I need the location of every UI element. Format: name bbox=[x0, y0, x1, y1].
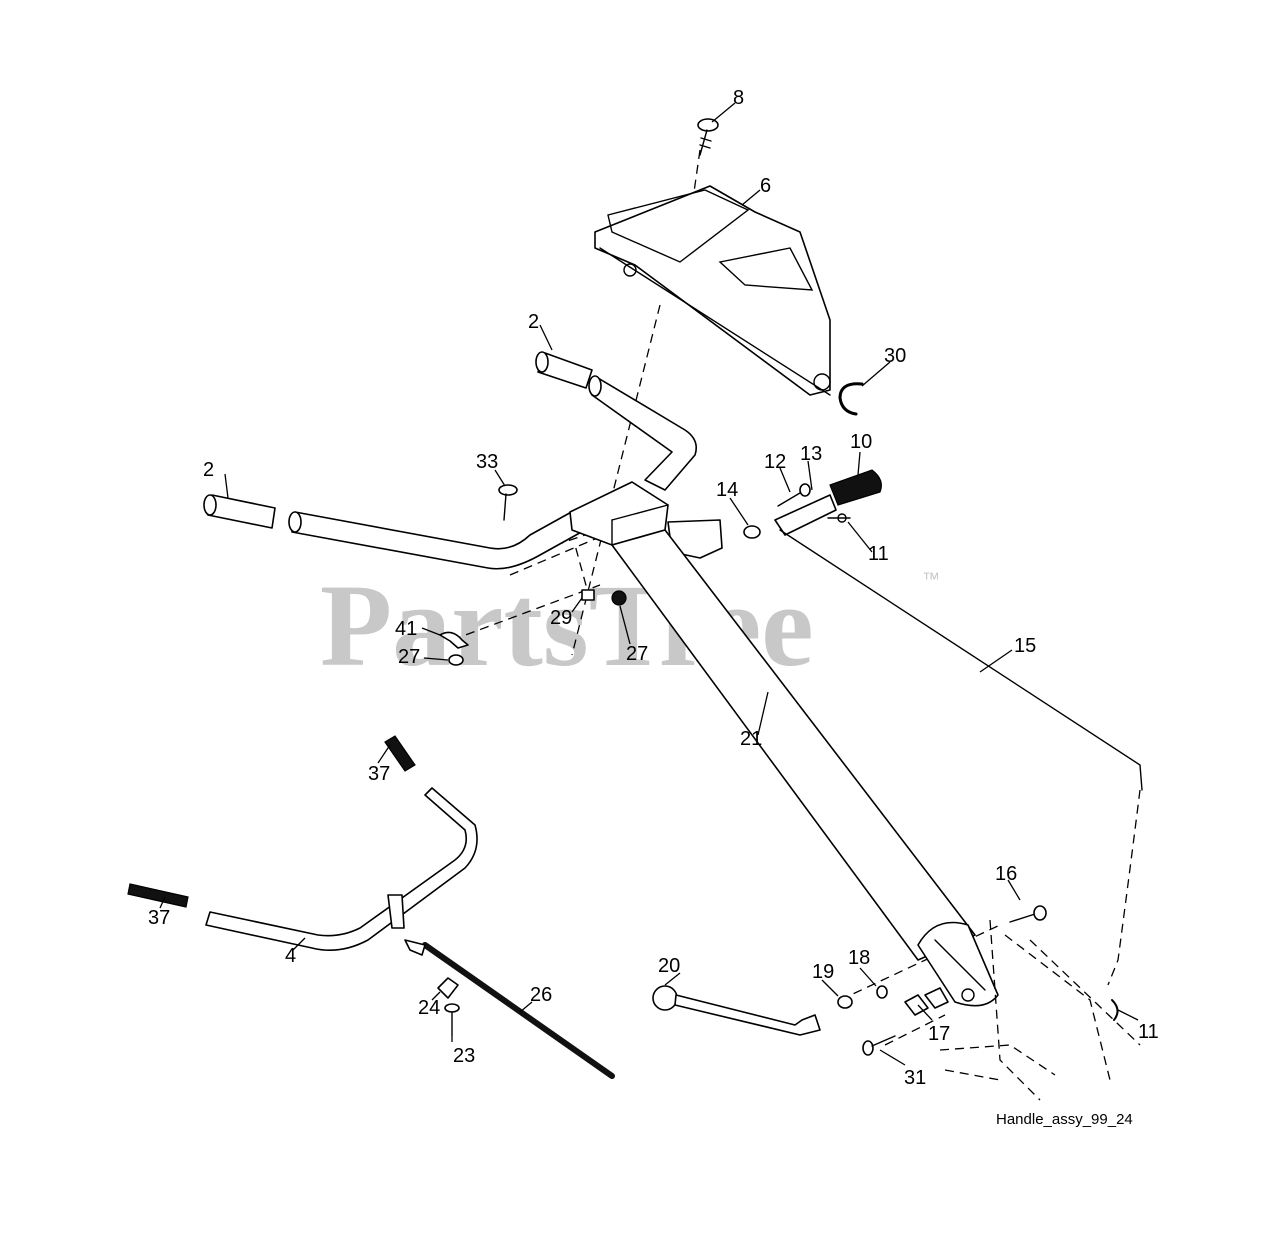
nut-29 bbox=[581, 589, 595, 601]
clip-30 bbox=[838, 382, 864, 416]
grip-37-left bbox=[127, 883, 189, 908]
leader-lines bbox=[159, 102, 1139, 1066]
nut-27-right bbox=[611, 590, 627, 606]
callout-17: 17 bbox=[928, 1023, 950, 1045]
callout-31: 31 bbox=[904, 1067, 926, 1089]
callout-18: 18 bbox=[848, 947, 870, 969]
callouts: 8 6 2 30 2 33 10 12 13 14 11 29 41 27 27… bbox=[148, 87, 1159, 1089]
link-13 bbox=[774, 494, 837, 536]
callout-2-upper: 2 bbox=[528, 311, 539, 333]
callout-30: 30 bbox=[884, 345, 906, 367]
callout-41: 41 bbox=[395, 618, 417, 640]
callout-24: 24 bbox=[418, 997, 440, 1019]
bolt-33 bbox=[498, 484, 518, 521]
callout-23: 23 bbox=[453, 1045, 475, 1067]
detent-17b bbox=[924, 987, 949, 1009]
control-panel-cover bbox=[594, 185, 831, 396]
bolt-31 bbox=[862, 1035, 896, 1056]
bolt-23 bbox=[444, 1003, 460, 1036]
screw-8 bbox=[697, 118, 719, 156]
callout-11-lower: 11 bbox=[1138, 1021, 1159, 1043]
bolt-16 bbox=[1009, 905, 1047, 923]
callout-13: 13 bbox=[800, 443, 822, 465]
spacer-14 bbox=[743, 525, 761, 539]
grip-2-upper bbox=[535, 351, 593, 389]
knob-10 bbox=[829, 469, 882, 506]
callout-15: 15 bbox=[1014, 635, 1036, 657]
grip-2-lower bbox=[203, 494, 276, 529]
callout-4: 4 bbox=[285, 945, 296, 967]
callout-29: 29 bbox=[550, 607, 572, 629]
pin-11-upper bbox=[827, 513, 851, 523]
cable-26 bbox=[422, 942, 615, 1079]
callout-12: 12 bbox=[764, 451, 786, 473]
washer-19 bbox=[837, 995, 853, 1009]
callout-2-lower: 2 bbox=[203, 459, 214, 481]
callout-8: 8 bbox=[733, 87, 744, 109]
callout-37-upper: 37 bbox=[368, 763, 390, 785]
callout-26: 26 bbox=[530, 984, 552, 1006]
grip-37-upper bbox=[384, 735, 416, 772]
rod-15 bbox=[779, 529, 1143, 791]
callout-27-right: 27 bbox=[626, 643, 648, 665]
callout-33: 33 bbox=[476, 451, 498, 473]
callout-19: 19 bbox=[812, 961, 834, 983]
shift-lever-20 bbox=[652, 985, 821, 1036]
frame-bracket bbox=[939, 919, 1141, 1101]
callout-37-left: 37 bbox=[148, 907, 170, 929]
callout-10: 10 bbox=[850, 431, 872, 453]
nut-27-left bbox=[448, 654, 464, 666]
nut-18 bbox=[876, 985, 888, 999]
callout-21: 21 bbox=[740, 728, 762, 750]
bail-bar-4 bbox=[205, 787, 478, 951]
callout-16: 16 bbox=[995, 863, 1017, 885]
diagram-caption: Handle_assy_99_24 bbox=[996, 1111, 1133, 1128]
clip-24 bbox=[437, 977, 459, 999]
callout-20: 20 bbox=[658, 955, 680, 977]
callout-27-left: 27 bbox=[398, 646, 420, 668]
callout-6: 6 bbox=[760, 175, 771, 197]
callout-14: 14 bbox=[716, 479, 738, 501]
bolt-12 bbox=[777, 483, 811, 507]
callout-11-upper: 11 bbox=[868, 543, 889, 565]
handle-bar-upper bbox=[588, 375, 698, 491]
watermark-trademark: ™ bbox=[922, 569, 940, 589]
cable-end bbox=[404, 939, 426, 956]
handle-tube-21 bbox=[569, 481, 999, 1007]
clamp-41 bbox=[439, 631, 469, 649]
